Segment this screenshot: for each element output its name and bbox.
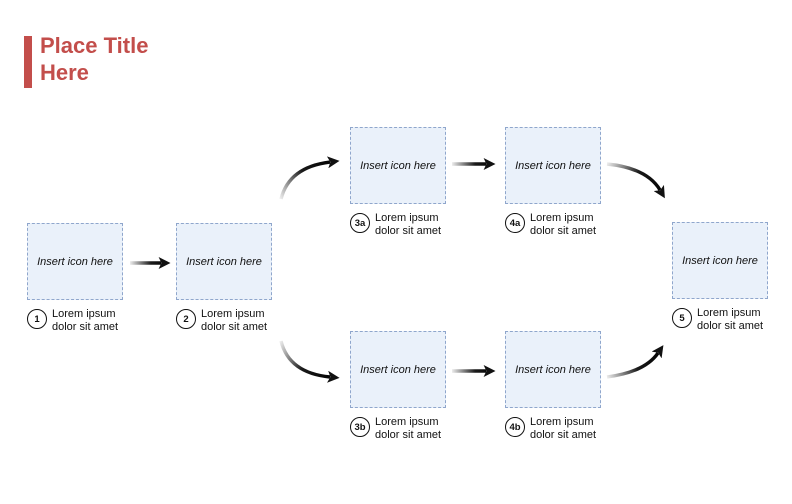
step-label-2: 2 Lorem ipsum dolor sit amet (176, 308, 272, 334)
caption-line-1: Lorem ipsum (530, 416, 594, 428)
flow-node-1: Insert icon here 1 Lorem ipsum dolor sit… (27, 223, 123, 334)
step-caption-4b: Lorem ipsum dolor sit amet (530, 416, 596, 442)
caption-line-1: Lorem ipsum (52, 308, 116, 320)
icon-placeholder-label: Insert icon here (360, 363, 436, 376)
icon-placeholder-label: Insert icon here (515, 159, 591, 172)
step-label-4a: 4a Lorem ipsum dolor sit amet (505, 212, 601, 238)
caption-line-2: dolor sit amet (201, 321, 268, 333)
icon-placeholder-box-4b[interactable]: Insert icon here (505, 331, 601, 408)
step-label-3b: 3b Lorem ipsum dolor sit amet (350, 416, 446, 442)
caption-line-1: Lorem ipsum (375, 416, 439, 428)
icon-placeholder-box-3b[interactable]: Insert icon here (350, 331, 446, 408)
icon-placeholder-box-4a[interactable]: Insert icon here (505, 127, 601, 204)
step-number-badge-5: 5 (672, 308, 692, 328)
flow-node-4a: Insert icon here 4a Lorem ipsum dolor si… (505, 127, 601, 238)
caption-line-2: dolor sit amet (375, 225, 442, 237)
step-number-badge-3b: 3b (350, 417, 370, 437)
caption-line-1: Lorem ipsum (375, 212, 439, 224)
caption-line-2: dolor sit amet (52, 321, 119, 333)
step-caption-3a: Lorem ipsum dolor sit amet (375, 212, 441, 238)
icon-placeholder-box-1[interactable]: Insert icon here (27, 223, 123, 300)
caption-line-1: Lorem ipsum (201, 308, 265, 320)
icon-placeholder-box-3a[interactable]: Insert icon here (350, 127, 446, 204)
page-title-line-2: Here (40, 60, 89, 85)
step-label-1: 1 Lorem ipsum dolor sit amet (27, 308, 123, 334)
icon-placeholder-label: Insert icon here (186, 255, 262, 268)
caption-line-2: dolor sit amet (530, 225, 597, 237)
step-number-badge-2: 2 (176, 309, 196, 329)
caption-line-2: dolor sit amet (530, 429, 597, 441)
caption-line-1: Lorem ipsum (697, 307, 761, 319)
flow-node-4b: Insert icon here 4b Lorem ipsum dolor si… (505, 331, 601, 442)
step-caption-5: Lorem ipsum dolor sit amet (697, 307, 763, 333)
flow-node-3a: Insert icon here 3a Lorem ipsum dolor si… (350, 127, 446, 238)
step-number-badge-1: 1 (27, 309, 47, 329)
title-accent-bar (24, 36, 32, 88)
step-label-3a: 3a Lorem ipsum dolor sit amet (350, 212, 446, 238)
step-caption-4a: Lorem ipsum dolor sit amet (530, 212, 596, 238)
arrow-2-to-3a (279, 156, 340, 200)
icon-placeholder-box-2[interactable]: Insert icon here (176, 223, 272, 300)
caption-line-2: dolor sit amet (375, 429, 442, 441)
caption-line-1: Lorem ipsum (530, 212, 594, 224)
caption-line-2: dolor sit amet (697, 320, 764, 332)
icon-placeholder-box-5[interactable]: Insert icon here (672, 222, 768, 299)
step-caption-2: Lorem ipsum dolor sit amet (201, 308, 267, 334)
step-number-badge-3a: 3a (350, 213, 370, 233)
step-caption-3b: Lorem ipsum dolor sit amet (375, 416, 441, 442)
step-label-5: 5 Lorem ipsum dolor sit amet (672, 307, 768, 333)
arrow-4a-to-5 (606, 162, 665, 199)
step-number-badge-4a: 4a (505, 213, 525, 233)
icon-placeholder-label: Insert icon here (515, 363, 591, 376)
flow-node-5: Insert icon here 5 Lorem ipsum dolor sit… (672, 222, 768, 333)
flow-node-2: Insert icon here 2 Lorem ipsum dolor sit… (176, 223, 272, 334)
arrow-2-to-3b (279, 340, 340, 383)
arrow-4b-to-5 (606, 345, 664, 379)
icon-placeholder-label: Insert icon here (682, 254, 758, 267)
step-caption-1: Lorem ipsum dolor sit amet (52, 308, 118, 334)
step-label-4b: 4b Lorem ipsum dolor sit amet (505, 416, 601, 442)
page-title-line-1: Place Title (40, 33, 149, 58)
page-title: Place Title Here (40, 32, 148, 86)
icon-placeholder-label: Insert icon here (360, 159, 436, 172)
icon-placeholder-label: Insert icon here (37, 255, 113, 268)
flow-node-3b: Insert icon here 3b Lorem ipsum dolor si… (350, 331, 446, 442)
step-number-badge-4b: 4b (505, 417, 525, 437)
